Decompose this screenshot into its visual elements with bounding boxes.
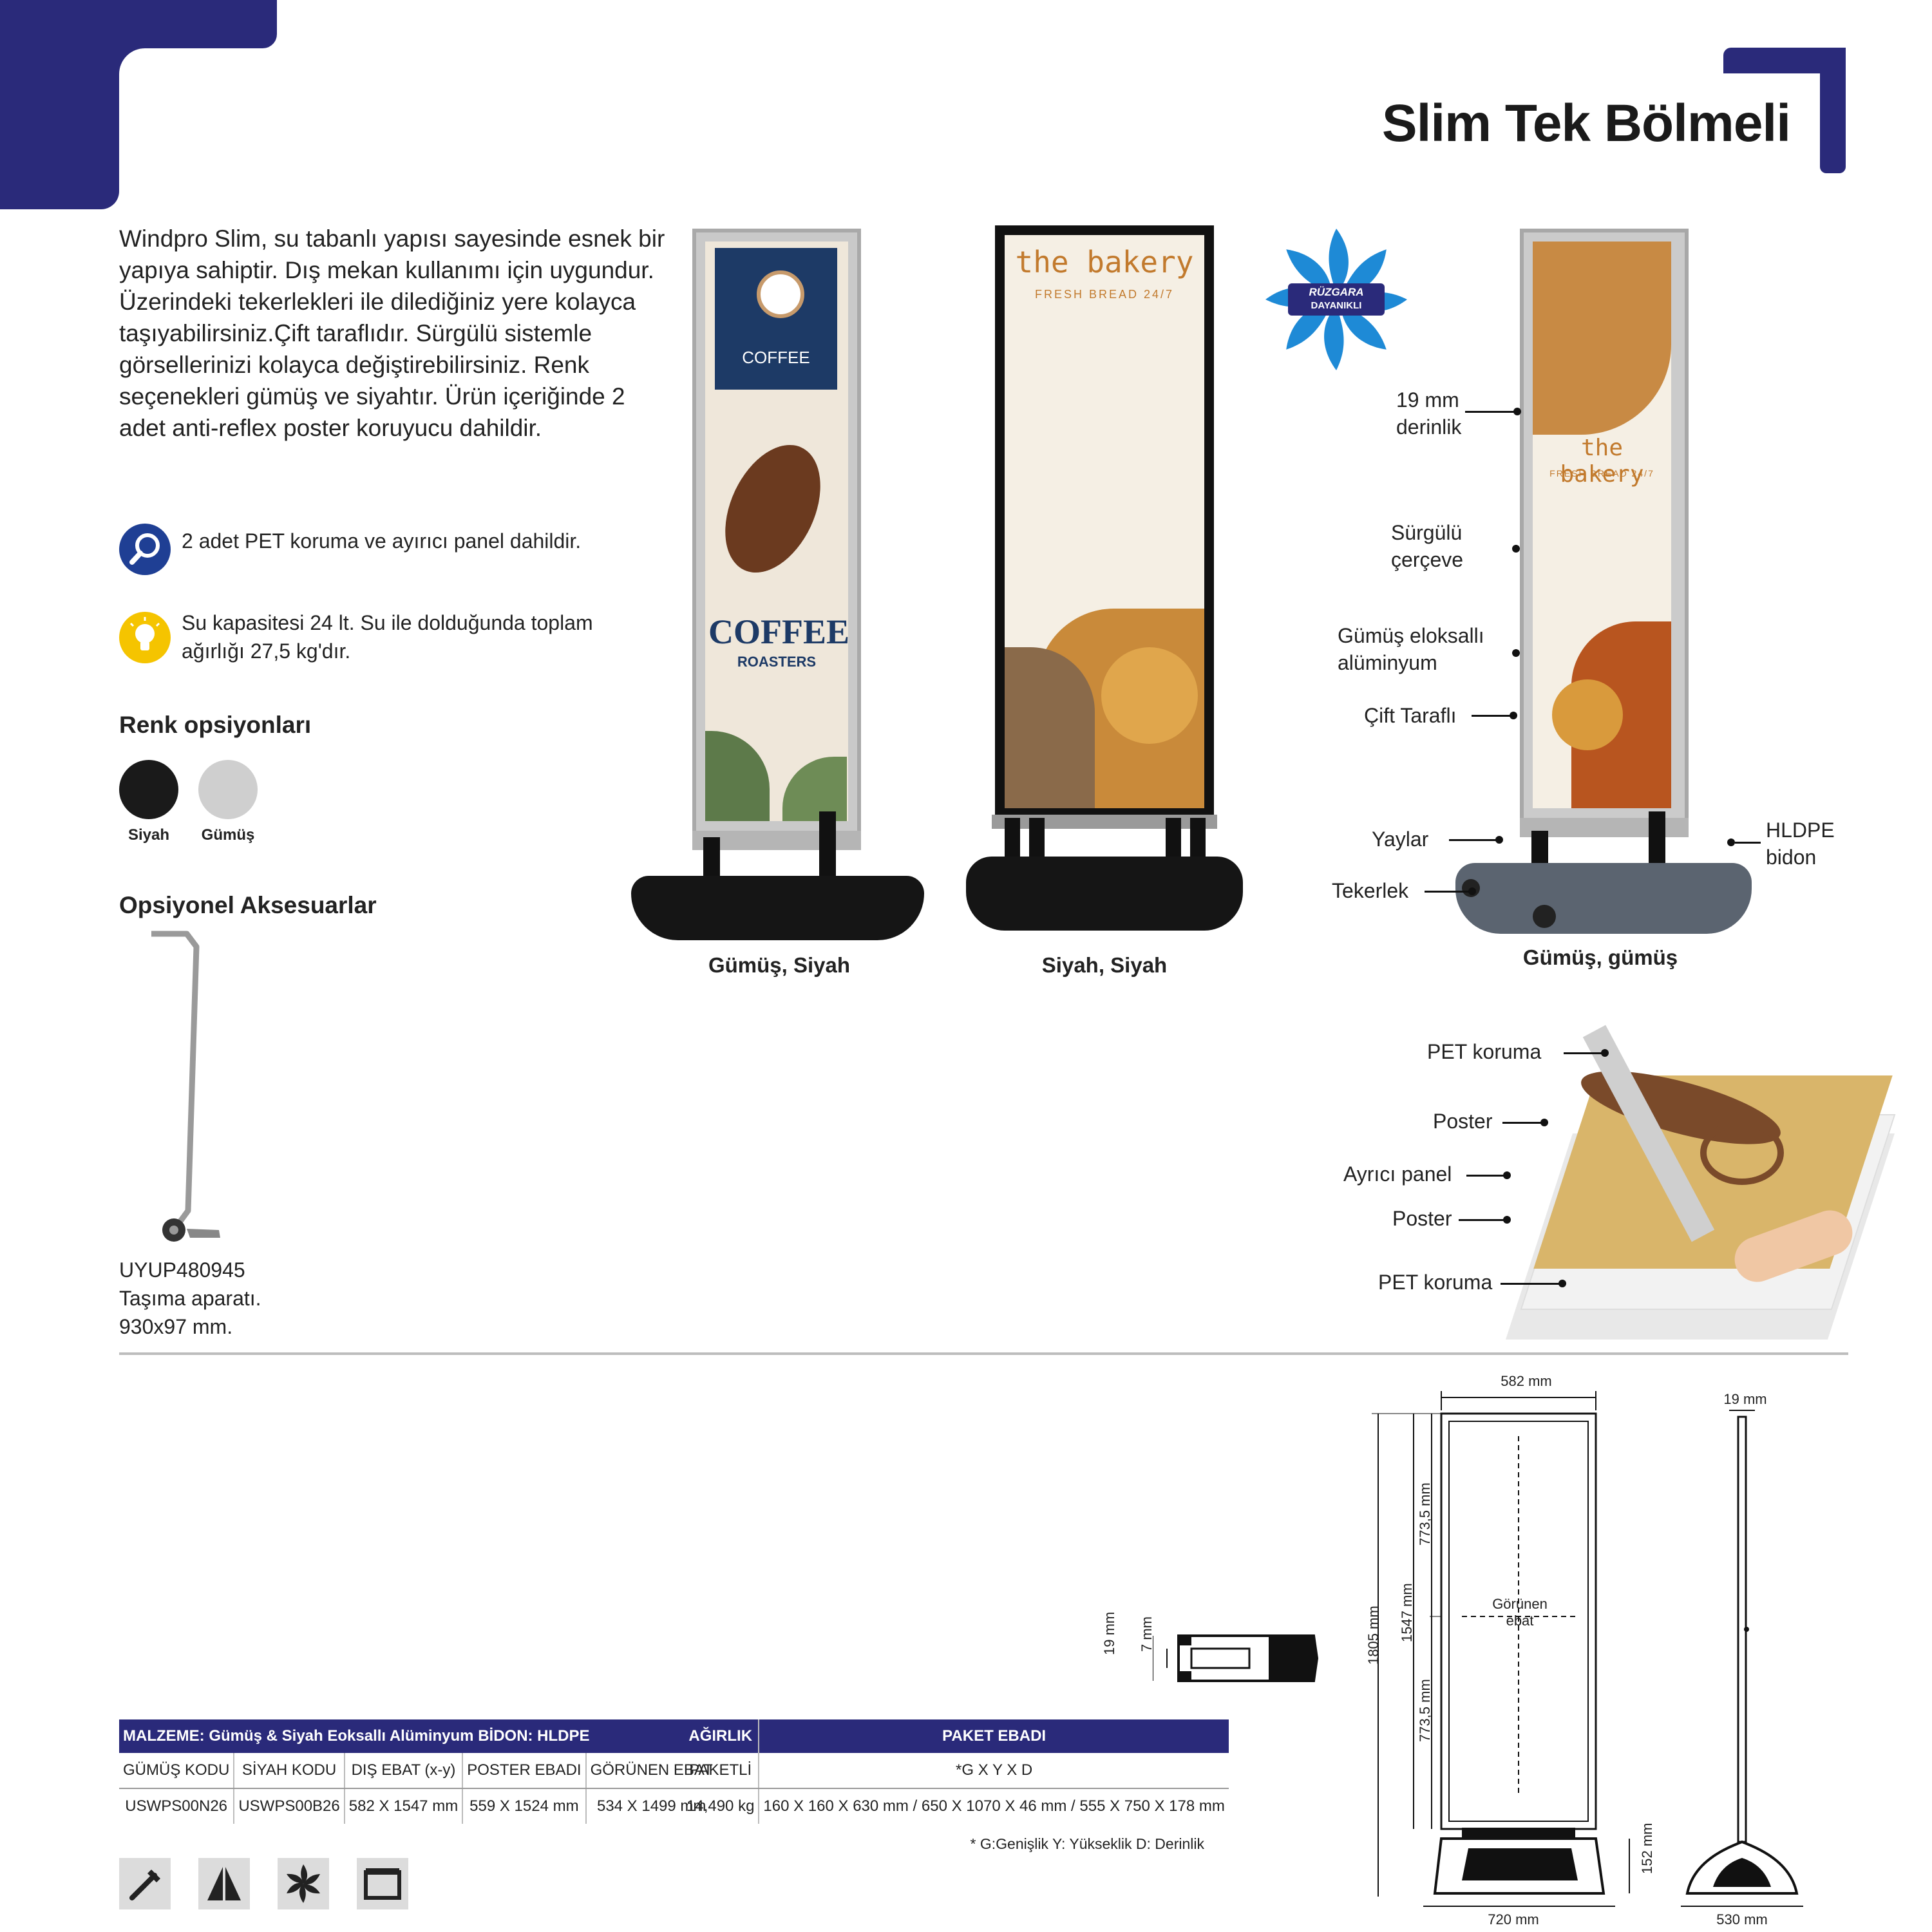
feature-water: Su kapasitesi 24 lt. Su ile dolduğunda t… [182, 611, 593, 663]
material-header: MALZEME: Gümüş & Siyah Eoksallı Alüminyu… [119, 1719, 717, 1753]
coffee-word-1: COFFEE [742, 348, 810, 367]
caption-silver-silver: Gümüş, gümüş [1522, 945, 1678, 969]
package-note: * G:Genişlik Y: Yükseklik D: Derinlik [970, 1835, 1204, 1852]
frame-icon [357, 1858, 408, 1909]
layer-separator: Ayrıcı panel [1343, 1162, 1452, 1186]
material-table: MALZEME: Gümüş & Siyah Eoksallı Alüminyu… [119, 1719, 717, 1824]
section-divider [119, 1352, 1848, 1355]
product-silver-silver: the bakery FRESH BREAD 24/7 [1455, 229, 1752, 937]
accessory-name: Taşıma aparatı. [119, 1287, 261, 1310]
swatch-silver-label: Gümüş [201, 826, 255, 844]
col-silver-code: GÜMÜŞ KODU [119, 1753, 235, 1789]
feature-pet: 2 adet PET koruma ve ayırıcı panel dahil… [182, 529, 582, 553]
callout-double-sided: Çift Taraflı [1364, 704, 1457, 727]
page-title: Slim Tek Bölmeli [1381, 94, 1791, 153]
profile-dim-19: 19 mm [1101, 1611, 1117, 1655]
cell-outer-size: 582 X 1547 mm [344, 1788, 464, 1824]
cell-package-dims: 160 X 160 X 630 mm / 650 X 1070 X 46 mm … [763, 1797, 1225, 1815]
profile-section-drawing [1153, 1634, 1319, 1682]
callout-sliding-frame: Sürgülü çerçeve [1391, 521, 1464, 571]
title-bracket-inner [1723, 73, 1820, 173]
layer-pet-top: PET koruma [1427, 1040, 1542, 1063]
front-dimension-drawing [1372, 1391, 1630, 1907]
title-bracket-side [1820, 48, 1846, 173]
caption-black-black: Siyah, Siyah [1041, 953, 1168, 977]
layer-poster-2: Poster [1392, 1207, 1452, 1230]
cell-weight: 14,490 kg [683, 1788, 760, 1824]
callout-hldpe-dot [1727, 838, 1735, 846]
screw-icon [119, 1858, 171, 1909]
callout-aluminium: Gümüş eloksallı alüminyum [1338, 624, 1484, 674]
cell-black-code: USWPS00B26 [234, 1788, 345, 1824]
dim-base-width: 720 mm [1488, 1911, 1539, 1927]
trolley-image [151, 931, 220, 1242]
product-silver-black: COFFEE COFFEE ROASTERS [631, 229, 927, 940]
accessories-heading: Opsiyonel Aksesuarlar [119, 892, 377, 918]
dim-height-frame: 1547 mm [1399, 1583, 1415, 1642]
coffee-poster: COFFEE COFFEE ROASTERS [705, 242, 848, 821]
col-packed: PAKETLİ [683, 1753, 760, 1789]
dim-height-half-1: 773,5 mm [1417, 1482, 1433, 1546]
bakery-poster-1: the bakery FRESH BREAD 24/7 [1005, 235, 1204, 808]
wind-resistant-icon [278, 1858, 329, 1909]
double-sided-icon [198, 1858, 250, 1909]
swatch-black-label: Siyah [128, 826, 170, 844]
bakery-title-1: the bakery [1015, 245, 1194, 279]
layer-poster-1: Poster [1433, 1110, 1493, 1133]
badge-line-1: RÜZGARA [1309, 286, 1364, 298]
bakery-subtitle-1: FRESH BREAD 24/7 [1034, 288, 1175, 301]
dim-base-height: 152 mm [1639, 1823, 1655, 1874]
header-package: PAKET EBADI [759, 1719, 1229, 1753]
magnifier-icon [119, 524, 171, 575]
wind-icon [1265, 229, 1407, 370]
accessory-code: UYUP480945 [119, 1258, 245, 1282]
dim-side-depth: 19 mm [1723, 1391, 1767, 1407]
lightbulb-icon [119, 612, 171, 663]
intro-text: Windpro Slim, su tabanlı yapısı sayesind… [119, 225, 665, 441]
callout-depth: 19 mm derinlik [1396, 388, 1462, 439]
swatch-silver [198, 760, 258, 819]
coffee-word-3: ROASTERS [737, 654, 817, 670]
bakery-title-2: the bakery [1560, 435, 1644, 488]
dim-visible-area: Görünen ebat [1492, 1596, 1548, 1629]
corner-bar-left [0, 0, 119, 209]
col-black-code: SİYAH KODU [234, 1753, 345, 1789]
header-weight: AĞIRLIK [683, 1719, 760, 1753]
col-outer-size: DIŞ EBAT (x-y) [344, 1753, 464, 1789]
caption-silver-black: Gümüş, Siyah [708, 953, 851, 977]
cell-poster-size: 559 X 1524 mm [462, 1788, 587, 1824]
callout-hldpe: HLDPE bidon [1766, 819, 1835, 869]
package-table: AĞIRLIK PAKET EBADI PAKETLİ *G X Y X D 1… [683, 1719, 1229, 1824]
layer-pet-bottom: PET koruma [1378, 1271, 1493, 1294]
callout-springs: Yaylar [1372, 828, 1429, 851]
dim-height-half-2: 773,5 mm [1417, 1679, 1433, 1742]
corner-notch [119, 48, 158, 87]
color-options-heading: Renk opsiyonları [119, 712, 312, 738]
col-dimensions: *G X Y X D [759, 1753, 1229, 1789]
dim-height-total: 1805 mm [1365, 1605, 1381, 1665]
dim-side-base: 530 mm [1716, 1911, 1768, 1927]
badge-line-2: DAYANIKLI [1311, 300, 1362, 311]
coffee-word-2: COFFEE [708, 612, 848, 651]
callout-wheels: Tekerlek [1332, 879, 1409, 902]
accessory-size: 930x97 mm. [119, 1315, 233, 1338]
bakery-subtitle-2: FRESH BREAD 24/7 [1549, 468, 1654, 478]
coffee-bean [706, 430, 840, 588]
col-poster-size: POSTER EBADI [462, 1753, 587, 1789]
side-dimension-drawing [1681, 1410, 1803, 1907]
bakery-poster-2: the bakery FRESH BREAD 24/7 [1533, 242, 1671, 808]
cell-silver-code: USWPS00N26 [119, 1788, 235, 1824]
dim-width-top: 582 mm [1501, 1373, 1552, 1389]
layers-image [1501, 1005, 1896, 1352]
product-black-black: the bakery FRESH BREAD 24/7 [966, 225, 1262, 934]
wind-resistant-badge: RÜZGARA DAYANIKLI [1259, 222, 1414, 377]
swatch-black [119, 760, 178, 819]
